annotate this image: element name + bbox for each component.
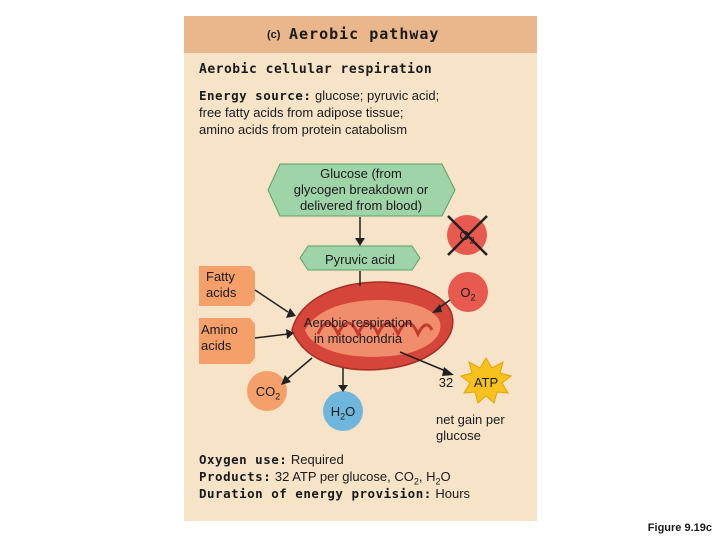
h2o-label: H2O	[325, 404, 361, 425]
o2-label: O2	[455, 285, 481, 306]
oxygen-use-row: Oxygen use: Required	[199, 451, 344, 468]
energy-source-line2: free fatty acids from adipose tissue;	[199, 105, 404, 120]
oxygen-use-label: Oxygen use:	[199, 452, 288, 467]
figure-label: Figure 9.19c	[647, 522, 712, 534]
products-value-b: , H	[418, 469, 436, 484]
amino-acids-line2: acids	[201, 338, 232, 353]
pyruvic-node	[299, 245, 421, 271]
duration-value: Hours	[435, 486, 471, 501]
h2o-o: O	[345, 404, 356, 419]
oxygen-use-value: Required	[290, 452, 344, 467]
atp-burst	[459, 357, 513, 404]
panel-header: (c) Aerobic pathway	[184, 16, 537, 53]
net-gain-line1: net gain per	[436, 412, 505, 427]
duration-label: Duration of energy provision:	[199, 486, 432, 501]
energy-source-line1: Energy source: glucose; pyruvic acid;	[199, 87, 439, 104]
amino-acids-node	[199, 318, 255, 364]
energy-source-label: Energy source:	[199, 88, 312, 103]
fatty-acids-label: Fatty acids	[199, 269, 256, 301]
section-title: Aerobic cellular respiration	[199, 62, 433, 77]
arrow-fatty-mito	[254, 289, 289, 313]
mitochondrion	[291, 281, 454, 371]
net-gain-line2: glucose	[436, 428, 481, 443]
products-value-a: 32 ATP per glucose, CO	[274, 469, 414, 484]
atp-count: 32	[438, 375, 454, 390]
co2-label: CO2	[250, 384, 286, 405]
fatty-acids-line1: Fatty	[206, 269, 235, 284]
energy-source-value: glucose; pyruvic acid;	[314, 88, 440, 103]
o2-top-sub: 2	[469, 235, 475, 246]
arrowhead-co2	[281, 375, 291, 385]
arrowhead-h2o	[338, 385, 348, 392]
fatty-acids-node	[199, 266, 255, 306]
arrowhead-o2	[432, 304, 442, 313]
arrowhead-amino	[286, 329, 294, 339]
o2-circle	[448, 272, 488, 312]
products-label: Products:	[199, 469, 272, 484]
pyruvic-label: Pyruvic acid	[324, 252, 396, 267]
o2-letter: O	[460, 285, 471, 300]
h2o-circle	[323, 391, 363, 431]
respiration-line1: Aerobic respiration	[303, 315, 413, 330]
products-sub1: 2	[413, 476, 419, 487]
arrowhead-atp	[442, 367, 454, 376]
net-gain-label: net gain per glucose	[436, 412, 505, 444]
h2o-sub: 2	[340, 411, 346, 422]
arrow-mito-atp	[399, 351, 449, 373]
cross-line-2	[447, 215, 488, 256]
glucose-label: Glucose (from glycogen breakdown or deli…	[270, 166, 452, 214]
glucose-label-line2: glycogen breakdown or	[293, 182, 429, 197]
products-value-c: O	[440, 469, 451, 484]
panel-letter: (c)	[267, 29, 281, 41]
arrowhead-fatty	[286, 308, 296, 318]
o2-sub: 2	[470, 292, 476, 303]
arrow-mito-co2	[285, 357, 313, 381]
duration-row: Duration of energy provision: Hours	[199, 485, 470, 502]
o2-top-label: O2	[455, 228, 479, 249]
arrowhead-pyruvic	[355, 238, 365, 246]
arrow-amino-mito	[254, 333, 289, 339]
atp-label: ATP	[473, 375, 499, 390]
co2-sub: 2	[275, 391, 281, 402]
respiration-line2: in mitochondria	[313, 331, 403, 346]
energy-source-line3: amino acids from protein catabolism	[199, 122, 408, 137]
respiration-label: Aerobic respiration in mitochondria	[290, 315, 426, 347]
glucose-node	[267, 163, 456, 217]
amino-acids-label: Amino acids	[199, 322, 251, 354]
co2-letters: CO	[255, 384, 276, 399]
panel-title: Aerobic pathway	[289, 25, 440, 43]
glucose-label-line3: delivered from blood)	[299, 198, 423, 213]
products-sub2: 2	[435, 476, 441, 487]
glucose-label-line1: Glucose (from	[320, 166, 402, 181]
co2-circle	[247, 371, 287, 411]
o2-top-letter: O	[459, 228, 470, 243]
h2o-h: H	[330, 404, 341, 419]
products-row: Products: 32 ATP per glucose, CO2, H2O	[199, 468, 451, 491]
amino-acids-line1: Amino	[201, 322, 238, 337]
fatty-acids-line2: acids	[206, 285, 237, 300]
